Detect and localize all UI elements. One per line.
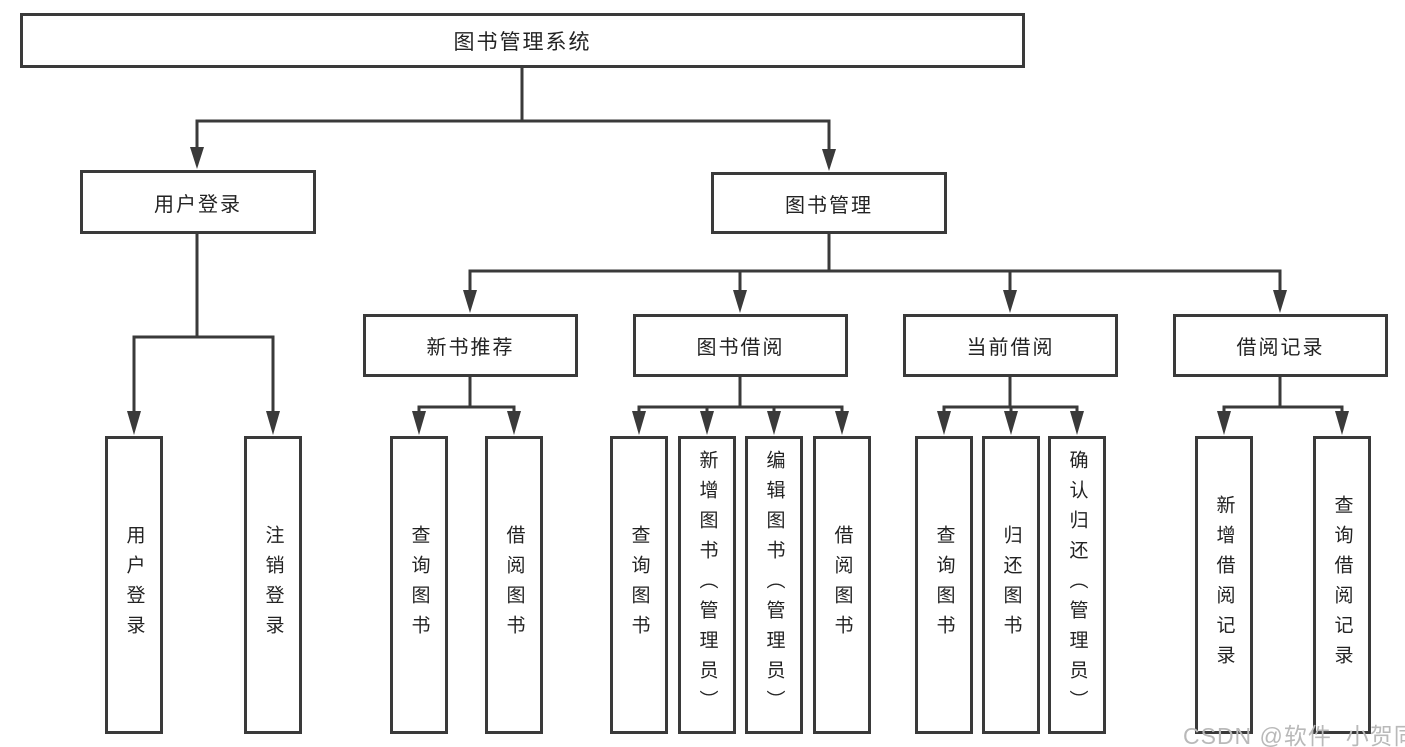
connector-new-books-branch (412, 377, 521, 435)
leaf-user-login: 用户登录 (105, 436, 163, 734)
node-root-label: 图书管理系统 (453, 30, 592, 54)
csdn-watermark: CSDN @软件_小贺同学 (1183, 723, 1405, 747)
node-root: 图书管理系统 (20, 13, 1025, 68)
node-book-borrow: 图书借阅 (633, 314, 848, 377)
leaf-query-books-1: 查询图书 (390, 436, 448, 734)
node-book-mgmt-label: 图书管理 (785, 194, 873, 217)
connector-current-borrow-branch (937, 377, 1084, 435)
leaf-edit-books-admin: 编辑图书（管理员） (745, 436, 803, 734)
leaf-label: 借阅图书 (503, 525, 525, 645)
leaf-label: 编辑图书（管理员） (763, 450, 785, 720)
leaf-label: 查询借阅记录 (1331, 495, 1353, 675)
leaf-query-books-3: 查询图书 (915, 436, 973, 734)
connector-root-to-level2 (190, 68, 836, 171)
connector-user-login-branch (127, 234, 280, 435)
connector-borrow-records-branch (1217, 377, 1349, 435)
node-borrow-records: 借阅记录 (1173, 314, 1388, 377)
connector-book-borrow-branch (632, 377, 849, 435)
leaf-label: 用户登录 (123, 525, 145, 645)
node-borrow-records-label: 借阅记录 (1236, 337, 1325, 359)
node-book-mgmt: 图书管理 (711, 172, 947, 234)
leaf-return-books: 归还图书 (982, 436, 1040, 734)
leaf-label: 归还图书 (1000, 525, 1022, 645)
leaf-label: 借阅图书 (831, 525, 853, 645)
node-user-login: 用户登录 (80, 170, 316, 234)
leaf-label: 确认归还（管理员） (1066, 450, 1088, 720)
node-new-books: 新书推荐 (363, 314, 578, 377)
node-new-books-label: 新书推荐 (426, 337, 515, 359)
leaf-add-books-admin: 新增图书（管理员） (678, 436, 736, 734)
leaf-confirm-return-admin: 确认归还（管理员） (1048, 436, 1106, 734)
node-current-borrow-label: 当前借阅 (966, 337, 1055, 359)
leaf-label: 查询图书 (408, 525, 430, 645)
node-book-borrow-label: 图书借阅 (696, 337, 785, 359)
leaf-logout: 注销登录 (244, 436, 302, 734)
node-current-borrow: 当前借阅 (903, 314, 1118, 377)
connector-book-mgmt-to-groups (463, 234, 1287, 313)
leaf-label: 新增图书（管理员） (696, 450, 718, 720)
leaf-label: 查询图书 (628, 525, 650, 645)
leaf-label: 新增借阅记录 (1213, 495, 1235, 675)
leaf-query-borrow-record: 查询借阅记录 (1313, 436, 1371, 734)
leaf-label: 注销登录 (262, 525, 284, 645)
leaf-borrow-books-1: 借阅图书 (485, 436, 543, 734)
leaf-label: 查询图书 (933, 525, 955, 645)
leaf-add-borrow-record: 新增借阅记录 (1195, 436, 1253, 734)
leaf-borrow-books-2: 借阅图书 (813, 436, 871, 734)
node-user-login-label: 用户登录 (154, 193, 242, 216)
leaf-query-books-2: 查询图书 (610, 436, 668, 734)
